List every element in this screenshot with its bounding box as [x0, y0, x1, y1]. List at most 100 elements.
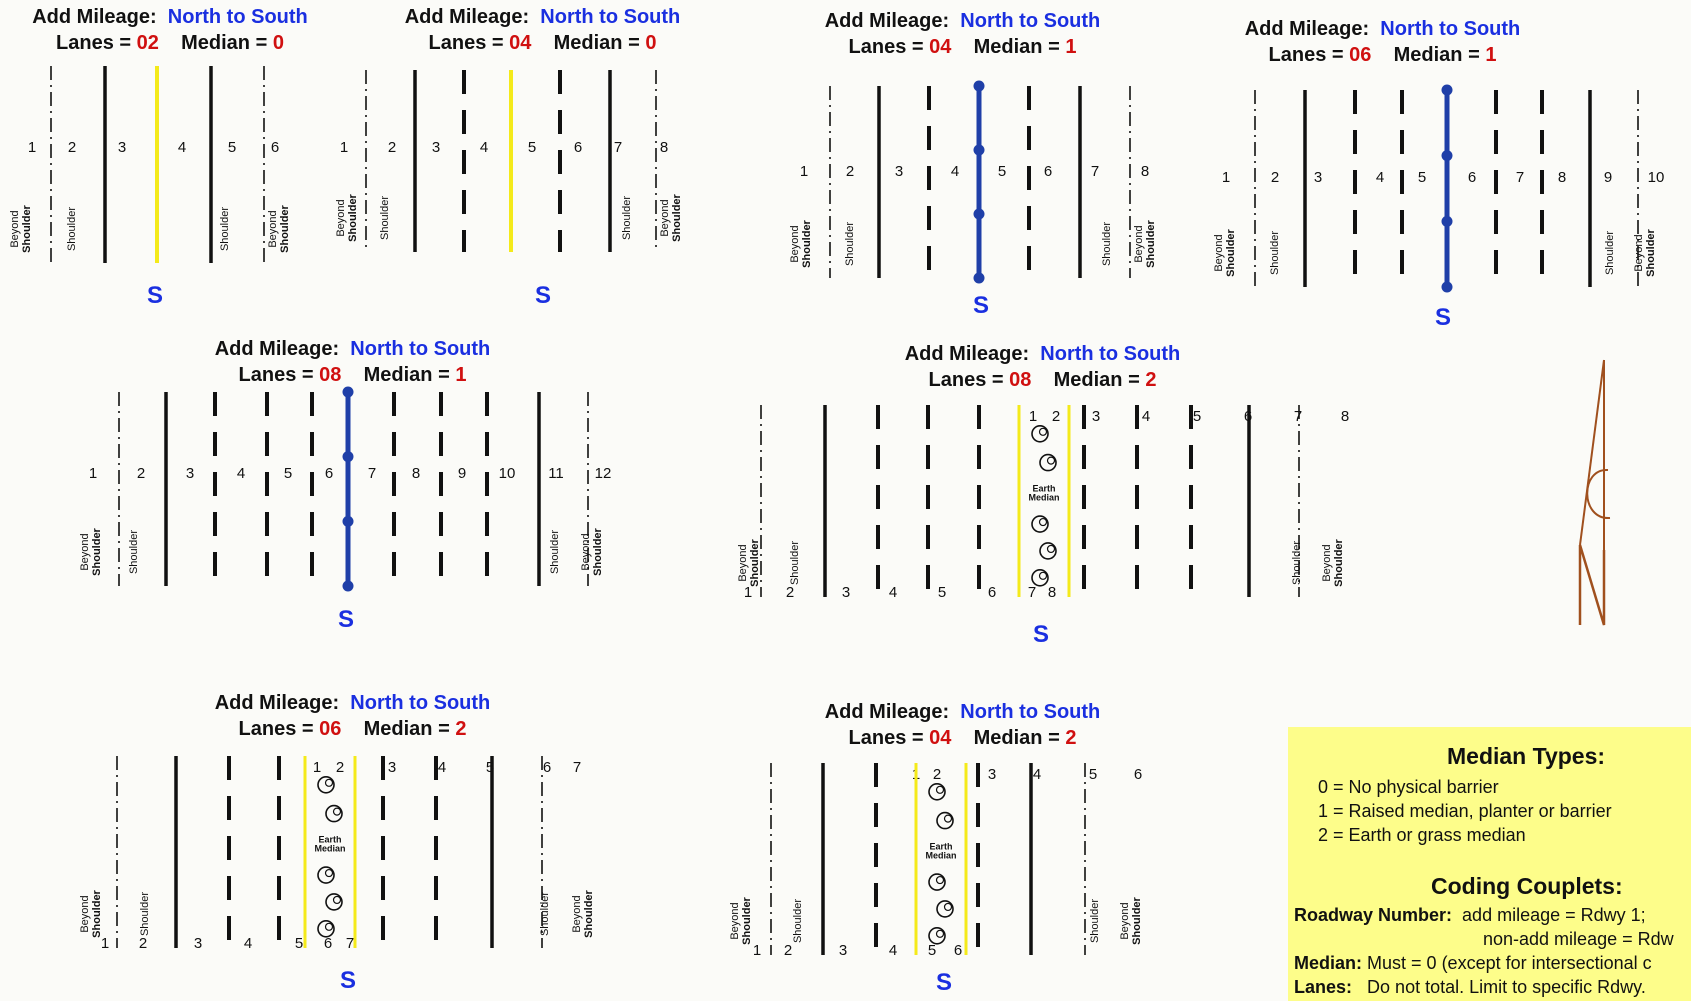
add-mileage-label: Add Mileage: [824, 701, 950, 723]
earth-median-label: Earth [318, 834, 341, 844]
lane-number-top: 5 [486, 759, 494, 776]
median-value: 1 [1065, 36, 1077, 58]
lanes-value: 08 [1009, 369, 1032, 391]
beyond-shoulder-label-right: Shoulder [1131, 896, 1143, 944]
lane-number: 6 [1044, 163, 1052, 180]
shrub-icon [332, 807, 342, 816]
lane-number-top: 4 [1142, 408, 1150, 425]
lane-number-top: 5 [1089, 766, 1097, 783]
lane-number-bottom: 3 [194, 935, 202, 952]
shrub-icon [935, 929, 945, 938]
lane-number: 3 [186, 465, 194, 482]
south-label: S [973, 292, 990, 319]
earth-median-label: Median [1028, 492, 1059, 502]
lane-number-bottom: 5 [938, 584, 946, 601]
shrub-icon [928, 782, 946, 801]
shrub-icon [317, 866, 335, 884]
panel-header: Add Mileage: North to South Lanes = 02 M… [10, 4, 330, 56]
beyond-shoulder-label-right: Shoulder [1645, 228, 1657, 276]
earth-median-label: Median [925, 850, 956, 860]
lane-number-top: 1 [1029, 408, 1037, 425]
lane-number: 2 [388, 139, 396, 156]
lane-number: 6 [271, 139, 279, 156]
median-label: Median = [553, 32, 640, 54]
lane-number: 5 [228, 139, 236, 156]
south-label: S [147, 282, 164, 309]
lane-number: 8 [412, 465, 420, 482]
lane-number-top: 4 [1033, 766, 1041, 783]
median-value: 1 [455, 364, 467, 386]
shoulder-label-left: Shoulder [66, 207, 78, 251]
add-mileage-label: Add Mileage: [404, 6, 530, 28]
beyond-shoulder-label-left: Beyond [79, 533, 91, 570]
lane-number: 7 [1516, 169, 1524, 186]
shoulder-label-right: Shoulder [621, 196, 633, 240]
lane-number: 10 [1648, 169, 1665, 186]
shrub-icon [325, 893, 343, 911]
beyond-shoulder-label-left: Beyond [1213, 234, 1225, 271]
shrub-icon [936, 900, 954, 918]
beyond-shoulder-label-right: Shoulder [1333, 538, 1345, 586]
median-type-2: 2 = Earth or grass median [1318, 825, 1526, 845]
lane-number-bottom: 4 [889, 584, 897, 601]
roadway-number-line: Roadway Number: add mileage = Rdwy 1; [1294, 905, 1646, 926]
lane-number: 1 [1222, 169, 1230, 186]
shrub-icon [1039, 542, 1057, 560]
lane-number-bottom: 3 [842, 584, 850, 601]
median-type-1: 1 = Raised median, planter or barrier [1318, 801, 1612, 821]
lane-number-top: 7 [573, 759, 581, 776]
beyond-shoulder-label-left: Shoulder [91, 527, 103, 575]
lane-number: 6 [325, 465, 333, 482]
median-value: 1 [1485, 44, 1497, 66]
add-mileage-label: Add Mileage: [214, 692, 340, 714]
beyond-shoulder-label-left: Shoulder [91, 889, 103, 937]
lane-number: 7 [368, 465, 376, 482]
add-mileage-label: Add Mileage: [824, 10, 950, 32]
direction-value: North to South [167, 6, 308, 28]
beyond-shoulder-label-left: Beyond [335, 199, 347, 236]
roadway-diagram: 123456123456EarthMedianBeyondShoulderSho… [729, 759, 1143, 964]
median-value: 0 [645, 32, 657, 54]
shrub-icon [317, 920, 335, 938]
lane-number: 8 [1141, 163, 1149, 180]
lane-number-bottom: 5 [928, 942, 936, 959]
south-label: S [535, 282, 552, 309]
shrub-icon [325, 804, 343, 823]
beyond-shoulder-label-right: Shoulder [671, 193, 683, 241]
barrier-post [1441, 150, 1453, 162]
shrub-icon [1046, 544, 1056, 554]
lane-number: 4 [480, 139, 488, 156]
shoulder-label-right: Shoulder [1089, 899, 1101, 943]
lane-number: 9 [458, 465, 466, 482]
lane-number-top: 5 [1193, 408, 1201, 425]
shrub-icon [1046, 456, 1056, 465]
shrub-icon [317, 775, 335, 794]
lane-number-bottom: 7 [1028, 584, 1036, 601]
lane-number: 3 [432, 139, 440, 156]
beyond-shoulder-label-left: Shoulder [749, 538, 761, 586]
lane-number: 6 [1468, 169, 1476, 186]
shoulder-label-left: Shoulder [128, 530, 140, 574]
lane-number-bottom: 7 [346, 935, 354, 952]
panel-header: Add Mileage: North to South Lanes = 04 M… [790, 8, 1135, 60]
lane-number-top: 1 [313, 759, 321, 776]
direction-value: North to South [1040, 343, 1181, 365]
median-label: Median = [1393, 44, 1480, 66]
beyond-shoulder-label-right: Shoulder [583, 889, 595, 937]
median-rule-text: Must = 0 (except for intersectional c [1367, 953, 1652, 973]
lanes-rule-line: Lanes: Do not total. Limit to specific R… [1294, 977, 1646, 998]
lane-number-top: 7 [1294, 408, 1302, 425]
lane-number: 4 [178, 139, 186, 156]
panel-header: Add Mileage: North to South Lanes = 06 M… [180, 690, 525, 742]
coding-couplets-title: Coding Couplets: [1431, 873, 1623, 899]
median-value: 2 [455, 718, 467, 740]
south-label: S [338, 606, 355, 633]
shrub-icon [1038, 427, 1048, 436]
lane-number: 1 [340, 139, 348, 156]
barrier-post [1441, 215, 1453, 227]
roadway-number-line-2: non-add mileage = Rdw [1483, 929, 1674, 949]
